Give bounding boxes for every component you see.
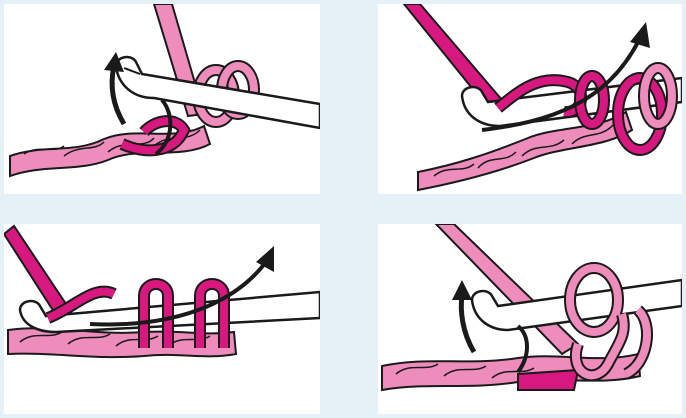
step-1-illustration xyxy=(4,4,320,194)
panel-step-3 xyxy=(4,224,320,414)
panel-step-4 xyxy=(378,224,682,414)
step-2-illustration xyxy=(378,4,682,194)
working-yarn xyxy=(436,224,578,354)
working-yarn xyxy=(4,226,66,312)
working-yarn xyxy=(404,4,502,108)
panel-step-1 xyxy=(4,4,320,194)
step-3-illustration xyxy=(4,224,320,414)
panel-step-2 xyxy=(378,4,682,194)
yarn-coil xyxy=(570,268,647,375)
yarn-base-dark xyxy=(518,370,578,390)
step-4-illustration xyxy=(378,224,682,414)
